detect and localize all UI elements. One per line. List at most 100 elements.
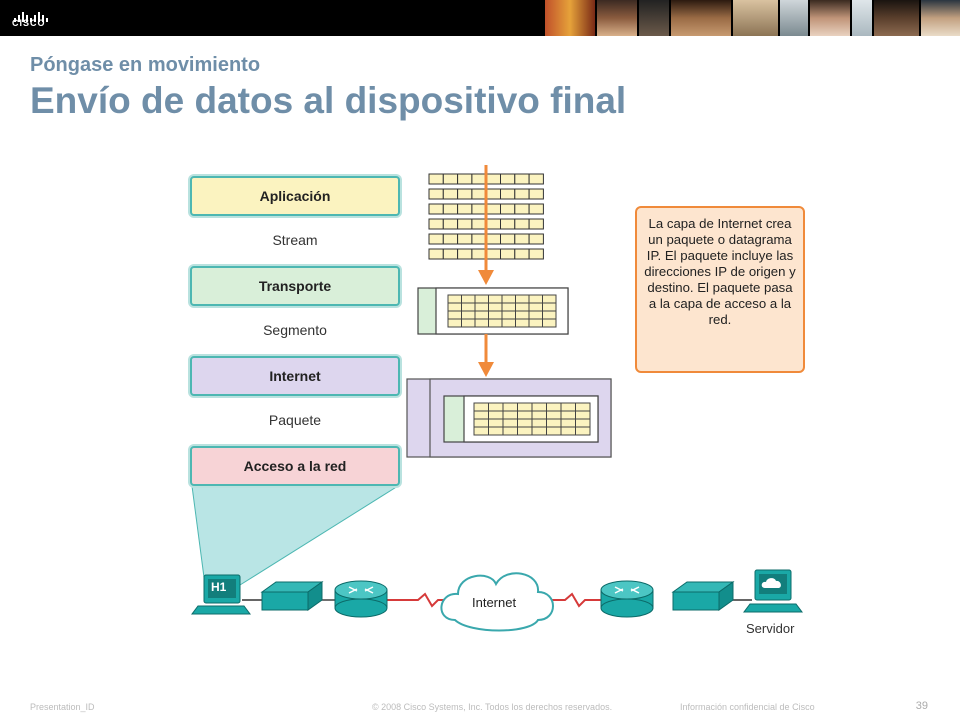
- pdu-label-stream: Stream: [272, 232, 318, 248]
- grid-cell: [546, 410, 562, 420]
- grid-cell: [471, 203, 487, 215]
- grid-cell: [514, 233, 530, 245]
- grid-cell: [447, 318, 462, 328]
- grid-cell: [461, 302, 476, 312]
- grid-cell: [528, 218, 544, 230]
- grid-cell: [447, 310, 462, 320]
- switch-icon: [671, 581, 735, 611]
- grid-cell: [488, 310, 503, 320]
- grid-cell: [488, 302, 503, 312]
- grid-cell: [515, 294, 530, 304]
- grid-cell: [560, 402, 576, 412]
- grid-cell: [502, 410, 518, 420]
- cisco-logo-icon: [14, 12, 48, 22]
- serial-link-left: [386, 592, 450, 608]
- grid-cell: [528, 310, 543, 320]
- application-data-grid: [428, 173, 544, 260]
- grid-cell: [447, 294, 462, 304]
- grid-cell: [531, 426, 547, 436]
- grid-cell: [428, 173, 444, 185]
- switch-icon: [260, 581, 324, 611]
- banner-photo: [597, 0, 637, 36]
- grid-cell: [457, 188, 473, 200]
- grid-cell: [442, 218, 459, 230]
- grid-cell: [457, 233, 473, 245]
- router-icon: [334, 580, 388, 618]
- grid-cell: [471, 233, 487, 245]
- grid-cell: [560, 418, 576, 428]
- segment-data-grid: [447, 294, 557, 328]
- grid-cell: [485, 188, 502, 200]
- flow-arrow: [478, 165, 494, 377]
- grid-cell: [501, 294, 516, 304]
- grid-cell: [514, 218, 530, 230]
- grid-cell: [502, 418, 518, 428]
- grid-cell: [442, 188, 459, 200]
- grid-cell: [488, 318, 503, 328]
- grid-cell: [500, 173, 516, 185]
- grid-cell: [528, 203, 544, 215]
- banner-photo: [780, 0, 808, 36]
- grid-cell: [488, 410, 504, 420]
- grid-cell: [473, 410, 489, 420]
- grid-cell: [502, 402, 518, 412]
- grid-cell: [528, 248, 544, 260]
- grid-cell: [514, 248, 530, 260]
- grid-cell: [542, 310, 557, 320]
- grid-cell: [514, 188, 530, 200]
- slide-subtitle: Póngase en movimiento: [30, 54, 261, 76]
- banner-photo: [733, 0, 778, 36]
- grid-cell: [500, 248, 516, 260]
- grid-cell: [500, 233, 516, 245]
- grid-cell: [514, 173, 530, 185]
- banner-photo: [810, 0, 850, 36]
- grid-cell: [546, 426, 562, 436]
- server-icon: [743, 569, 803, 613]
- layer-aplicacion: Aplicación: [190, 176, 400, 216]
- grid-cell: [488, 426, 504, 436]
- grid-cell: [488, 402, 504, 412]
- layer-label: Acceso a la red: [243, 458, 347, 474]
- host-label: H1: [211, 580, 227, 594]
- grid-cell: [515, 318, 530, 328]
- grid-cell: [488, 294, 503, 304]
- grid-cell: [528, 302, 543, 312]
- layer-label: Aplicación: [259, 188, 331, 204]
- grid-cell: [517, 402, 533, 412]
- layer-label: Internet: [269, 368, 321, 384]
- footer-copyright: © 2008 Cisco Systems, Inc. Todos los der…: [372, 702, 613, 712]
- slide-title: Envío de datos al dispositivo final: [30, 80, 627, 121]
- grid-cell: [471, 188, 487, 200]
- grid-cell: [488, 418, 504, 428]
- footer-confidential: Información confidencial de Cisco: [680, 702, 815, 712]
- packet-data-grid: [473, 402, 591, 436]
- server-label: Servidor: [746, 621, 795, 636]
- grid-cell: [442, 203, 459, 215]
- grid-cell: [502, 426, 518, 436]
- grid-cell: [515, 310, 530, 320]
- grid-cell: [528, 318, 543, 328]
- grid-cell: [461, 318, 476, 328]
- banner-photo: [545, 0, 595, 36]
- host-computer-icon: [191, 574, 251, 615]
- grid-cell: [531, 410, 547, 420]
- grid-cell: [485, 248, 502, 260]
- grid-cell: [474, 310, 489, 320]
- grid-cell: [447, 302, 462, 312]
- grid-cell: [461, 294, 476, 304]
- grid-cell: [457, 173, 473, 185]
- footer-presentation-id: Presentation_ID: [30, 702, 95, 712]
- cloud-label: Internet: [472, 595, 517, 610]
- grid-cell: [575, 426, 591, 436]
- page-number: 39: [915, 700, 928, 712]
- layer-transporte: Transporte: [190, 266, 400, 306]
- grid-cell: [546, 418, 562, 428]
- router-icon: [600, 580, 654, 618]
- grid-cell: [500, 218, 516, 230]
- grid-cell: [501, 310, 516, 320]
- grid-cell: [471, 248, 487, 260]
- banner-photo: [874, 0, 919, 36]
- grid-cell: [528, 188, 544, 200]
- banner-photo: [671, 0, 731, 36]
